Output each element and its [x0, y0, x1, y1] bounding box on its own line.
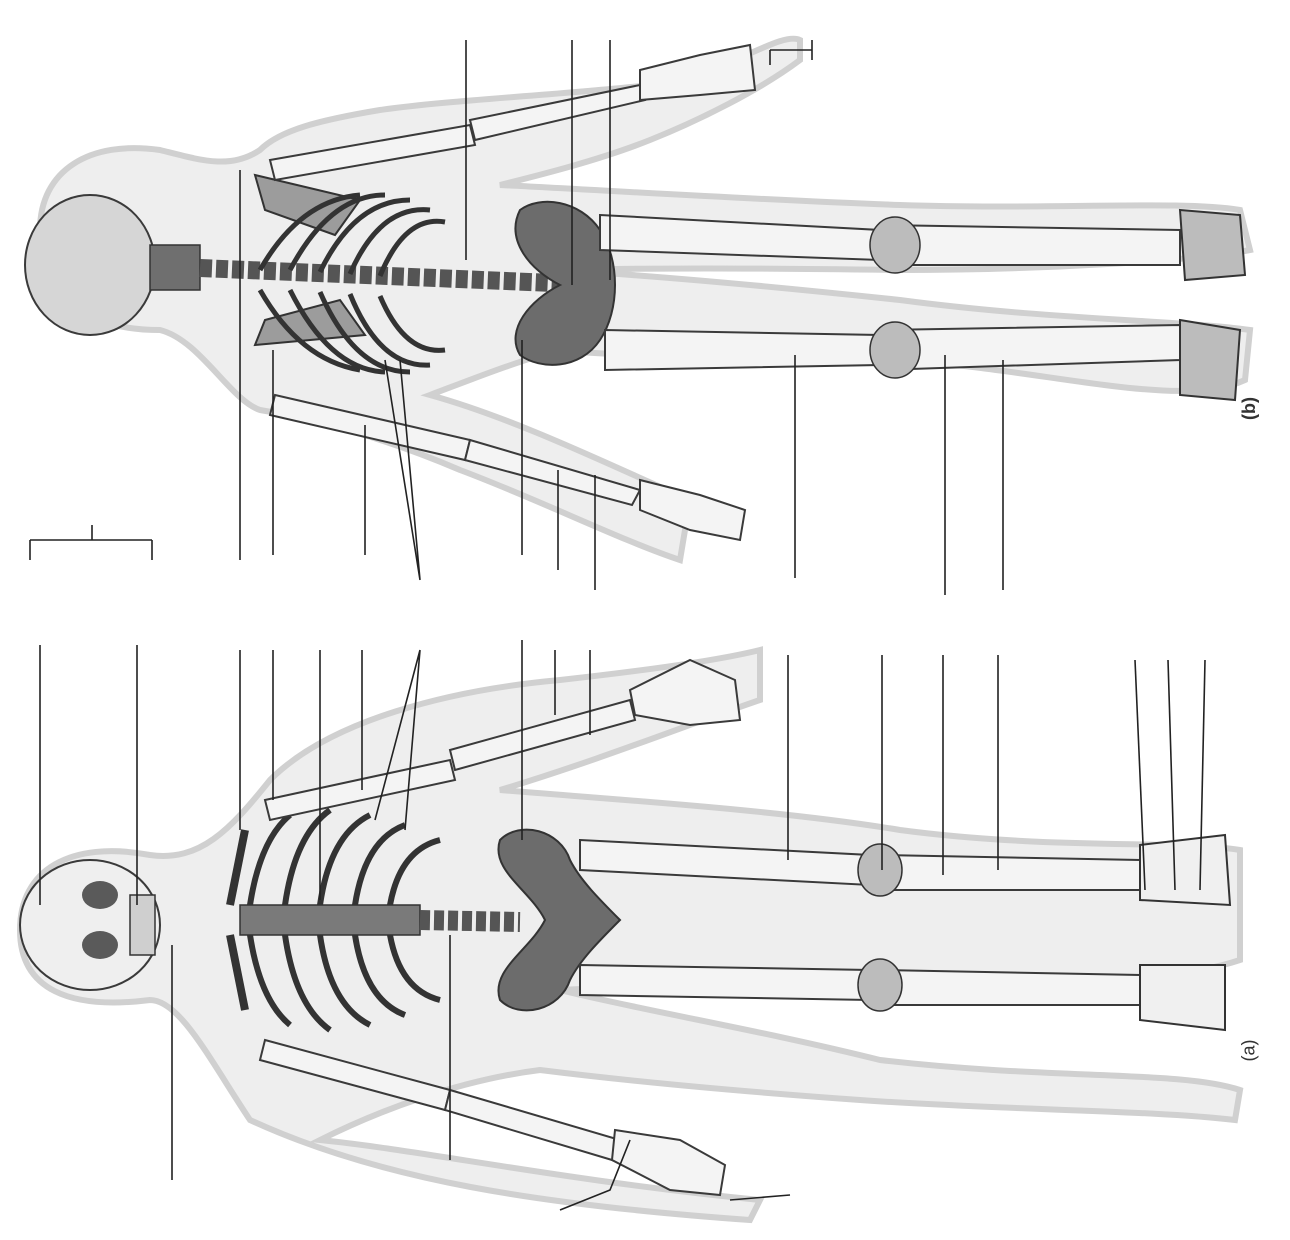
bracket-middle: [30, 525, 152, 560]
anterior-patella-upper: [858, 844, 902, 896]
anterior-orbit-lower: [82, 931, 118, 959]
panel-label-a: (a): [1239, 1040, 1260, 1062]
posterior-knee-upper: [870, 217, 920, 273]
posterior-skull: [25, 195, 155, 335]
anterior-foot-lower: [1140, 965, 1225, 1030]
posterior-skeleton: [25, 39, 1250, 560]
anterior-sternum: [240, 905, 420, 935]
posterior-foot-lower: [1180, 320, 1240, 400]
anterior-patella-lower: [858, 959, 902, 1011]
anterior-foot-upper: [1140, 835, 1230, 905]
posterior-foot-upper: [1180, 210, 1245, 280]
anterior-orbit-upper: [82, 881, 118, 909]
anterior-skeleton: [20, 650, 1240, 1220]
posterior-knee-lower: [870, 322, 920, 378]
anterior-mandible: [130, 895, 155, 955]
posterior-cervical-vertebrae: [150, 245, 200, 290]
panel-label-b: (b): [1239, 397, 1260, 420]
anterior-vertebral-column: [420, 920, 520, 922]
